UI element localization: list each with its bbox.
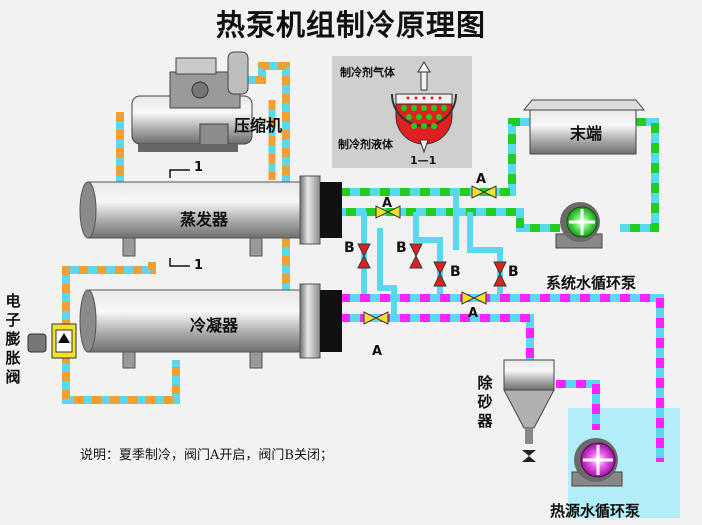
condenser-icon (79, 283, 342, 369)
section-marker-1a: 1 (194, 160, 204, 175)
valve-a-label: A (468, 306, 479, 321)
expansion-valve-label: 电子膨胀阀 (5, 292, 21, 386)
section-marker-label: 1—1 (410, 154, 437, 167)
drum-gas-dots (406, 96, 442, 100)
refrigerant-liquid-label: 制冷剂液体 (338, 138, 393, 151)
separator-drum-icon (332, 56, 472, 168)
heat-source-pipes (340, 294, 664, 462)
compressor-icon (131, 51, 253, 152)
note-text: 说明：夏季制冷，阀门A开启，阀门B关闭； (80, 448, 333, 463)
expansion-valve-icon (27, 323, 77, 359)
pump-icon (571, 438, 623, 487)
sand-remover-label: 除砂器 (477, 374, 493, 430)
page-title: 热泵机组制冷原理图 (215, 8, 486, 42)
valve-a-label: A (372, 344, 383, 359)
drum-liquid-dots (401, 105, 447, 129)
valve-b-label: B (508, 264, 519, 280)
section-marker-1b: 1 (194, 258, 204, 273)
valve-a-label: A (382, 196, 393, 211)
gate-valve-icon (357, 185, 507, 325)
pump-icon (555, 202, 603, 249)
heat-pump-label: 热源水循环泵 (550, 502, 641, 520)
evaporator-label: 蒸发器 (180, 210, 229, 229)
system-pump-label: 系统水循环泵 (546, 274, 637, 292)
section-marker-upper (169, 169, 190, 178)
sand-remover-icon (503, 359, 555, 462)
terminal-label: 末端 (570, 124, 603, 143)
refrigerant-pipes (62, 62, 290, 404)
terminal-unit-icon (522, 99, 646, 155)
evaporator-icon (79, 175, 342, 257)
condenser-label: 冷凝器 (190, 316, 239, 335)
valve-b-label: B (396, 240, 407, 256)
valve-a-label: A (476, 172, 487, 187)
valve-b-label: B (344, 240, 355, 256)
section-marker-lower (169, 258, 190, 267)
refrigerant-gas-label: 制冷剂气体 (340, 66, 395, 79)
compressor-label: 压缩机 (234, 116, 283, 135)
valve-b-label: B (450, 264, 461, 280)
